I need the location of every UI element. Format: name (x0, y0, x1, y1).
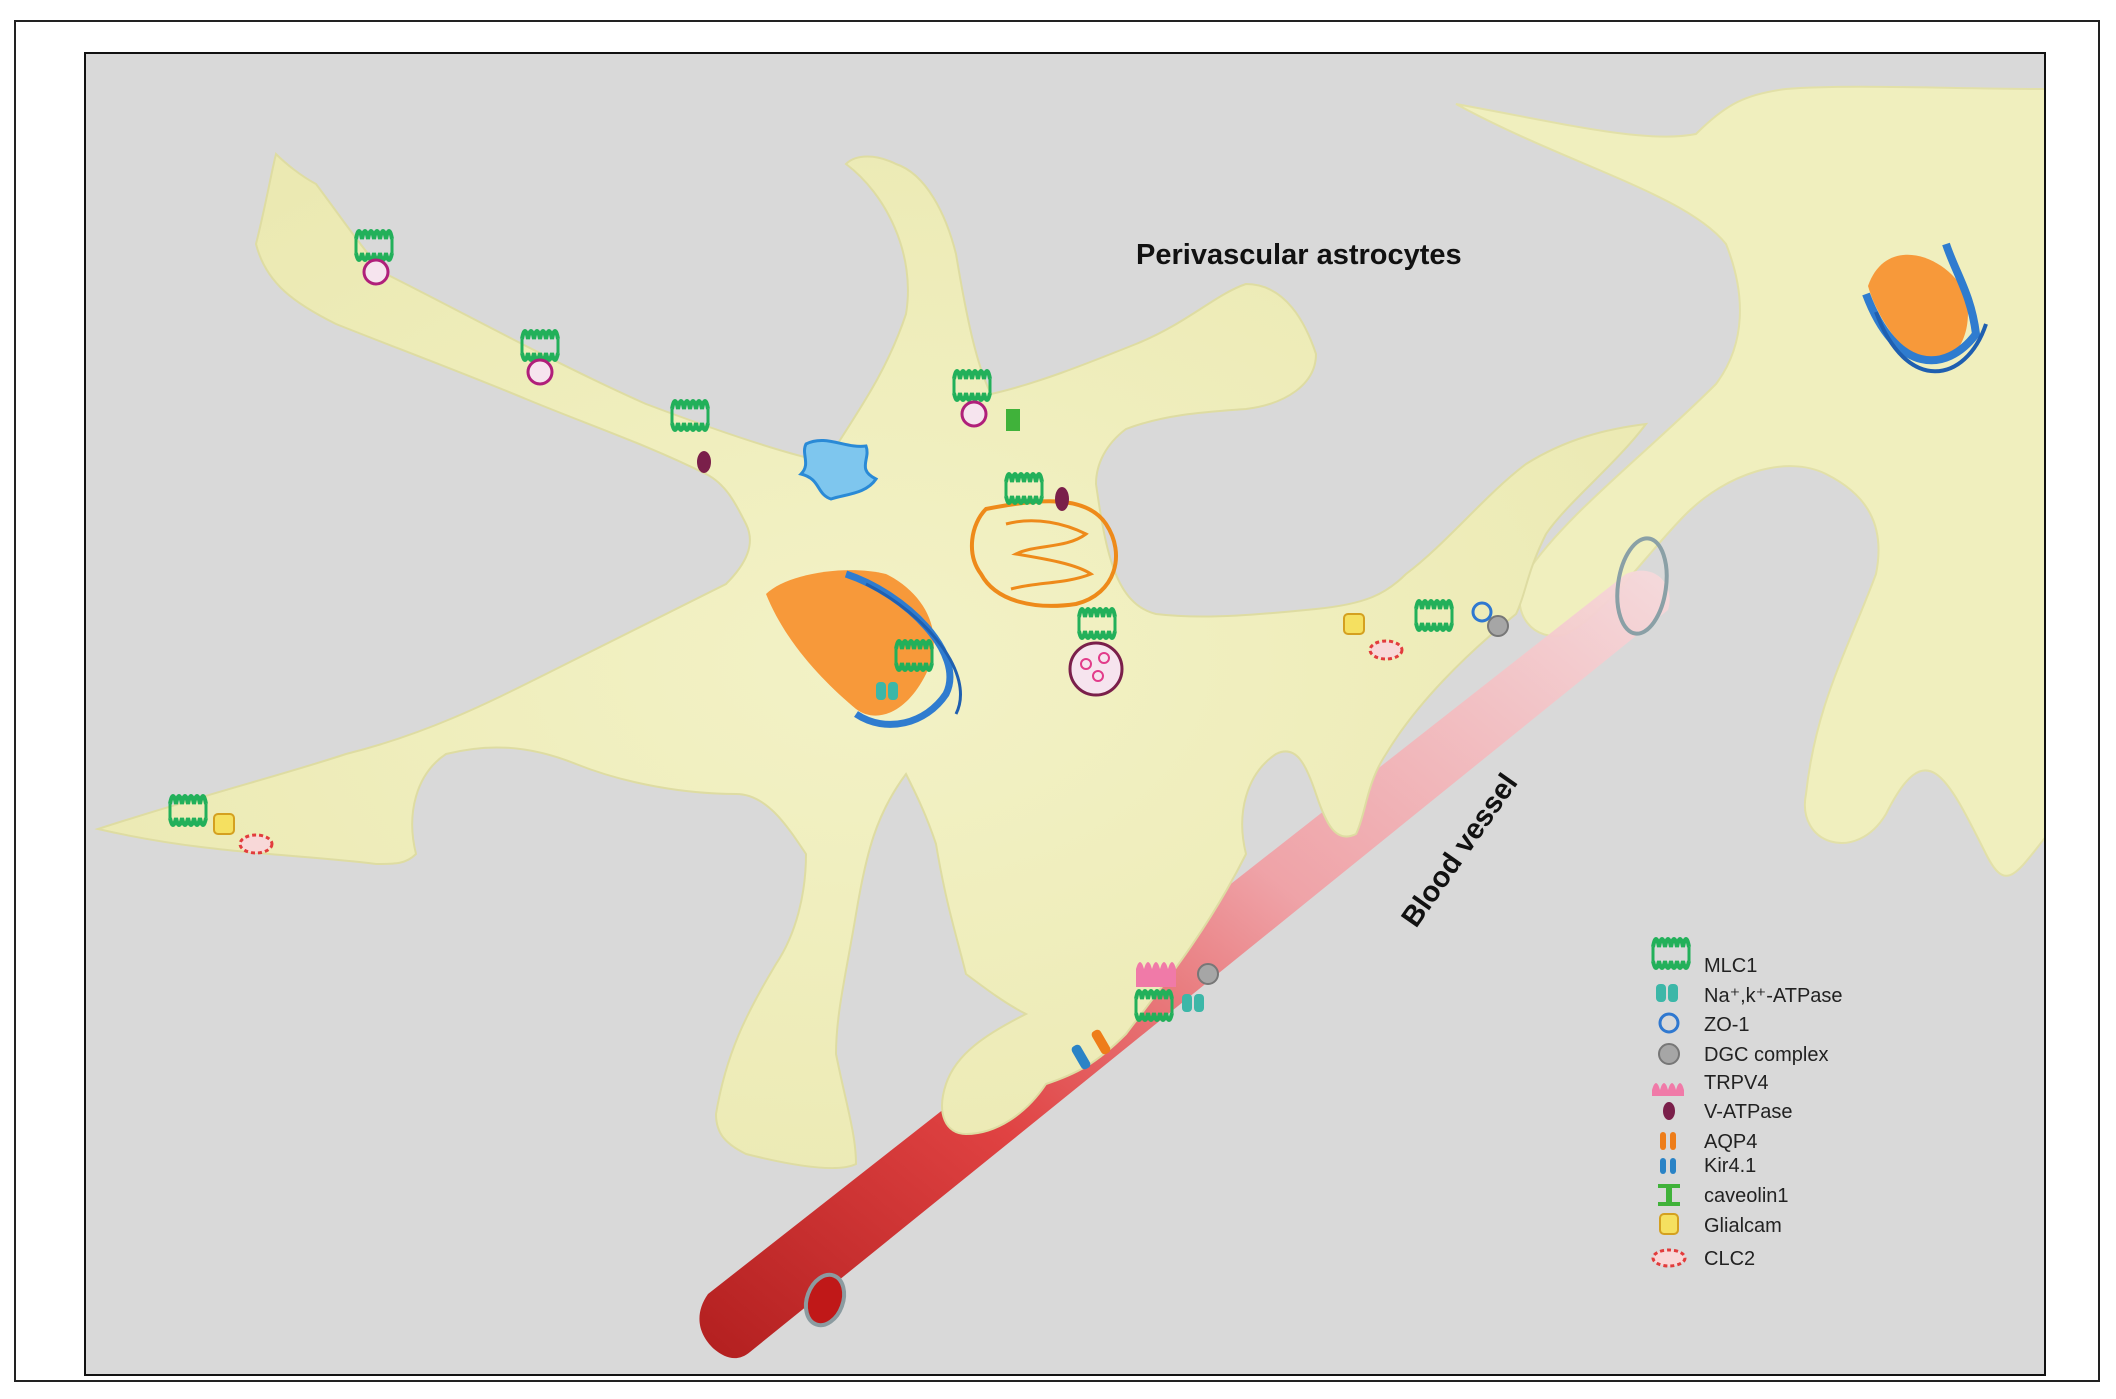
dgc-complex-icon (1658, 1043, 1680, 1065)
mlc1-icon (1651, 937, 1691, 970)
main-er (844, 570, 954, 728)
na-k-atpase-icon (1656, 984, 1678, 1002)
legend-label-zo1: ZO-1 (1704, 1014, 1750, 1036)
aqp4-icon (1660, 1132, 1676, 1150)
main-nucleus (766, 570, 934, 716)
lysosome (1068, 641, 1124, 697)
legend-label-dgc: DGC complex (1704, 1044, 1828, 1066)
zo1-icon (1658, 1012, 1680, 1034)
blood-vessel (699, 536, 1670, 1359)
legend-label-caveolin1: caveolin1 (1704, 1185, 1789, 1207)
astrocyte-diagram: Perivascular astrocytes Blood vessel MLC… (94, 85, 2044, 1359)
legend-label-kir41: Kir4.1 (1704, 1155, 1756, 1177)
vesicle-star (798, 439, 879, 501)
legend-label-glialcam: Glialcam (1704, 1215, 1782, 1237)
mlc1-markers (168, 229, 1509, 1070)
figure-frame (14, 20, 2100, 1382)
caveolin1-icon (1658, 1184, 1680, 1206)
right-nucleus (1868, 254, 1968, 363)
legend-label-mlc1: MLC1 (1704, 955, 1757, 977)
clc2-icon (1651, 1248, 1687, 1268)
trpv4-icon (1652, 1083, 1684, 1096)
legend-label-v-atpase: V-ATPase (1704, 1101, 1793, 1123)
legend-label-na-k-atpase: Na⁺,k⁺-ATPase (1704, 985, 1843, 1007)
legend-label-clc2: CLC2 (1704, 1248, 1755, 1270)
right-er (1862, 242, 1981, 365)
kir41-icon (1660, 1158, 1676, 1174)
diagram-panel: Perivascular astrocytes Blood vessel MLC… (84, 52, 2046, 1376)
diagram-title: Perivascular astrocytes (1136, 239, 1462, 271)
legend: MLC1 Na⁺,k⁺-ATPase ZO-1 DGC complex TRPV… (1651, 937, 1843, 1270)
v-atpase-icon (1663, 1102, 1675, 1120)
golgi-outline (969, 499, 1118, 608)
glialcam-icon (1659, 1213, 1679, 1235)
legend-label-trpv4: TRPV4 (1704, 1072, 1768, 1094)
legend-label-aqp4: AQP4 (1704, 1131, 1757, 1153)
